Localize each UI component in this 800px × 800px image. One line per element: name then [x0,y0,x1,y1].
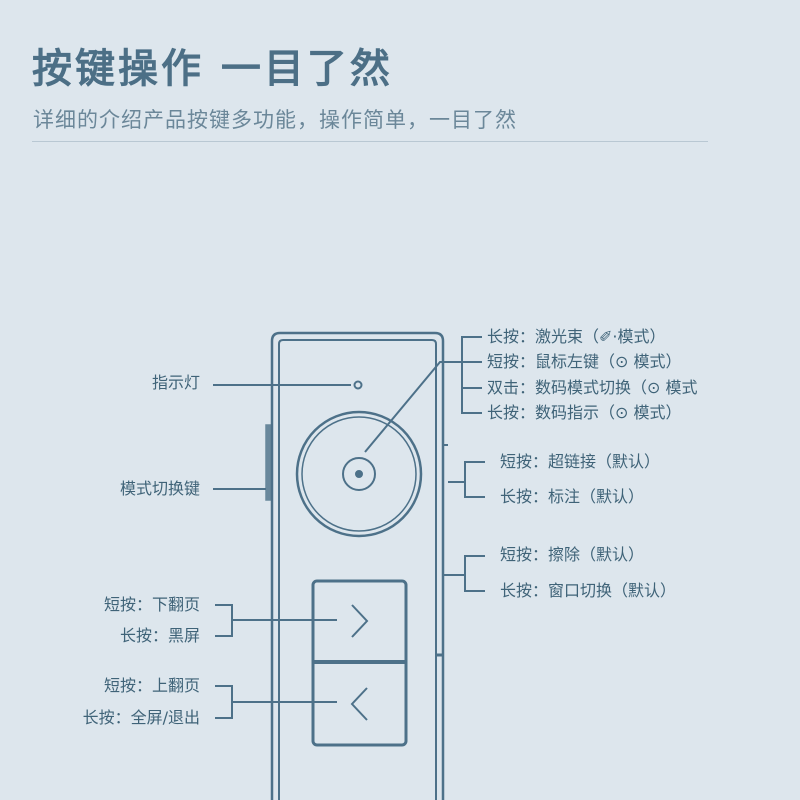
page-title: 按键操作 一目了然 [32,46,393,92]
side1-short-label: 短按：超链接（默认） [500,452,661,471]
side2-short-label: 短按：擦除（默认） [500,545,645,564]
chevron-left-icon [350,687,368,721]
center-long-digital-label: 长按：数码指示（⊙ 模式） [487,403,682,422]
center-double-label: 双击：数码模式切换（⊙ 模式 [487,378,698,397]
divider [32,141,708,142]
side-marks [436,444,448,657]
side1-long-label: 长按：标注（默认） [500,487,645,506]
indicator-label: 指示灯 [151,373,200,392]
mode-switch-key [265,424,273,501]
center-long-label: 长按：激光束（✐·模式） [487,327,666,346]
center-short-label: 短按：鼠标左键（⊙ 模式） [487,352,682,371]
page-subtitle: 详细的介绍产品按键多功能，操作简单，一目了然 [33,108,517,132]
page-down-long-label: 长按：黑屏 [119,626,200,645]
center-wheel-button [295,410,423,538]
page-up-long-label: 长按：全屏/退出 [82,708,200,727]
page-up-short-label: 短按：上翻页 [103,676,200,695]
chevron-right-icon [351,604,369,638]
side2-long-label: 长按：窗口切换（默认） [500,581,677,600]
device-body [270,331,445,800]
page-down-short-label: 短按：下翻页 [103,595,200,614]
page-buttons [311,579,408,747]
mode-switch-label: 模式切换键 [119,479,200,498]
callout-lines [213,336,485,719]
indicator-light-icon [353,380,363,390]
